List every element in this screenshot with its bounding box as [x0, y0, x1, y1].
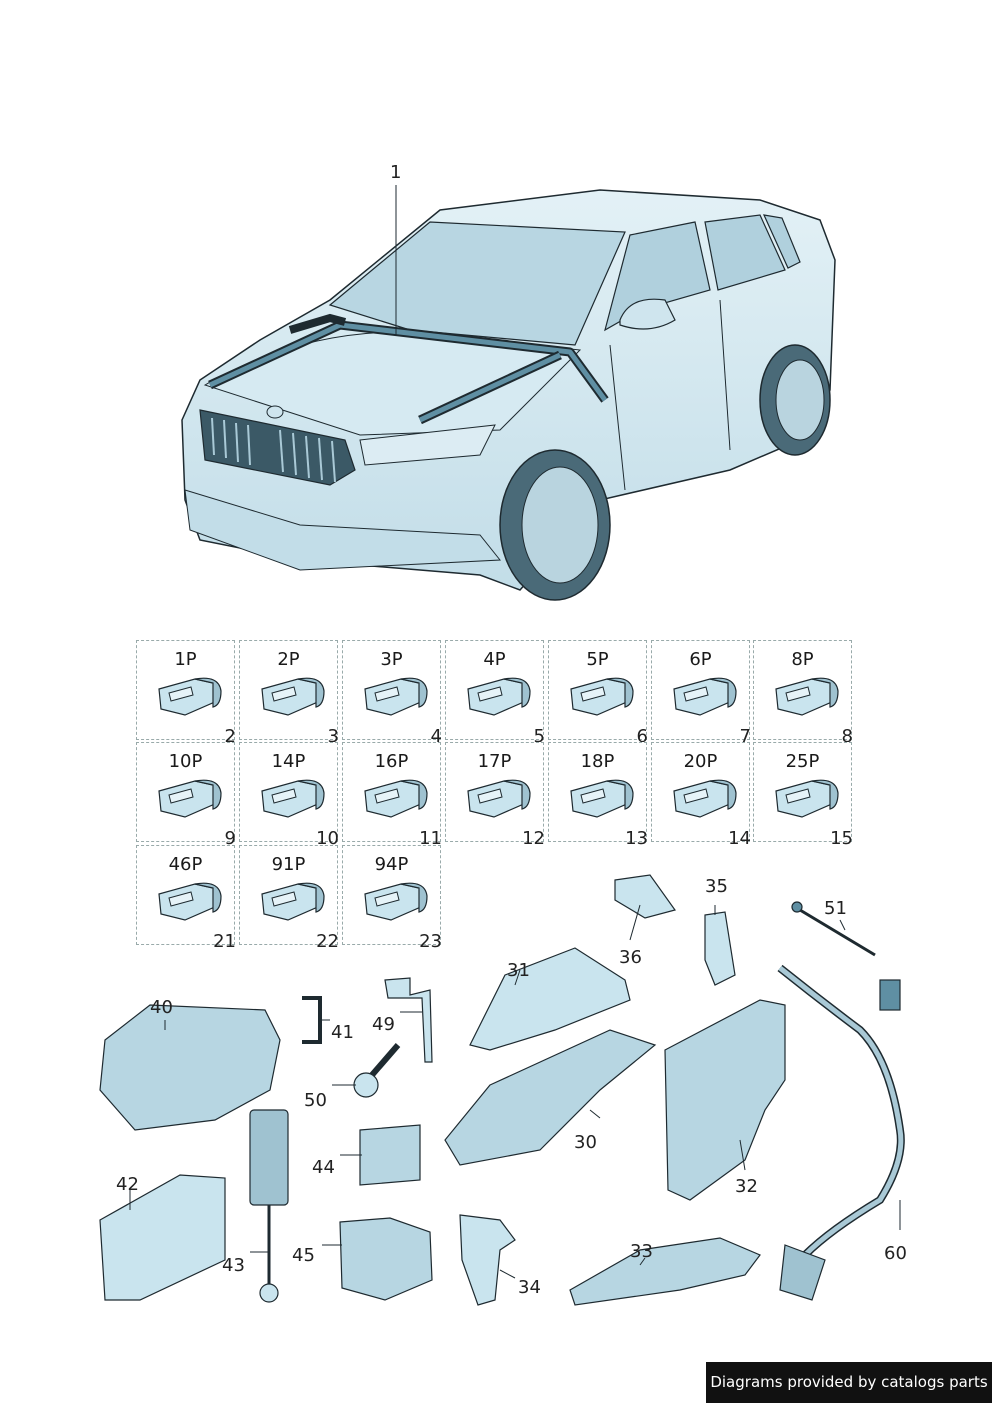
connector-pin-label: 46P: [168, 854, 203, 875]
connector-pin-label: 4P: [483, 649, 506, 670]
callout-30: 30: [574, 1132, 597, 1153]
connector-pin-label: 17P: [477, 751, 512, 772]
connector-cell: 1P 2: [136, 640, 236, 747]
connector-part-number: 23: [419, 931, 442, 952]
connector-part-number: 14: [728, 828, 751, 849]
callout-34: 34: [518, 1277, 541, 1298]
connector-part-number: 3: [327, 726, 339, 747]
connector-part-number: 22: [316, 931, 339, 952]
connector-cell: 25P 15: [753, 742, 853, 849]
connector-part-number: 13: [625, 828, 648, 849]
connector-cell: 17P 12: [445, 742, 545, 849]
connector-pin-label: 14P: [271, 751, 306, 772]
connector-pin-label: 10P: [168, 751, 203, 772]
callout-45: 45: [292, 1245, 315, 1266]
callout-36: 36: [619, 947, 642, 968]
connector-part-number: 9: [224, 828, 236, 849]
connector-cell: 5P 6: [548, 640, 648, 747]
callout-35: 35: [705, 876, 728, 897]
callout-44: 44: [312, 1157, 335, 1178]
connector-cell: 91P 22: [239, 845, 339, 952]
connector-part-number: 5: [533, 726, 545, 747]
connector-cell: 14P 10: [239, 742, 339, 849]
connector-pin-label: 1P: [174, 649, 197, 670]
connector-part-number: 15: [830, 828, 853, 849]
parts-illustration: [99, 874, 905, 1306]
callout-40: 40: [150, 997, 173, 1018]
connector-part-number: 7: [739, 726, 751, 747]
connector-pin-label: 16P: [374, 751, 409, 772]
callout-31: 31: [507, 960, 530, 981]
connector-part-number: 6: [636, 726, 648, 747]
connector-cell: 2P 3: [239, 640, 339, 747]
callout-51: 51: [824, 898, 847, 919]
connector-pin-label: 25P: [785, 751, 820, 772]
connector-pin-label: 3P: [380, 649, 403, 670]
connector-cell: 20P 14: [651, 742, 751, 849]
connector-cell: 10P 9: [136, 742, 236, 849]
connector-cell: 3P 4: [342, 640, 442, 747]
callout-50: 50: [304, 1090, 327, 1111]
callout-49: 49: [372, 1014, 395, 1035]
callout-60: 60: [884, 1243, 907, 1264]
vehicle-illustration: [181, 185, 836, 601]
callout-42: 42: [116, 1174, 139, 1195]
connector-pin-label: 5P: [586, 649, 609, 670]
connector-pin-label: 18P: [580, 751, 615, 772]
connector-part-number: 8: [841, 726, 853, 747]
connector-pin-label: 94P: [374, 854, 409, 875]
connector-part-number: 2: [224, 726, 236, 747]
credit-banner: Diagrams provided by catalogs parts: [706, 1362, 992, 1403]
callout-43: 43: [222, 1255, 245, 1276]
connector-pin-label: 91P: [271, 854, 306, 875]
connector-part-number: 12: [522, 828, 545, 849]
connector-cell: 18P 13: [548, 742, 648, 849]
connector-part-number: 11: [419, 828, 442, 849]
connector-cell: 94P 23: [342, 845, 442, 952]
connector-pin-label: 6P: [689, 649, 712, 670]
connector-cell: 4P 5: [445, 640, 545, 747]
connector-part-number: 21: [213, 931, 236, 952]
connector-cell: 16P 11: [342, 742, 442, 849]
connector-pin-label: 20P: [683, 751, 718, 772]
callout-32: 32: [735, 1176, 758, 1197]
callout-33: 33: [630, 1241, 653, 1262]
callout-41: 41: [331, 1022, 354, 1043]
connector-cell: 6P 7: [651, 640, 751, 747]
connector-pin-label: 2P: [277, 649, 300, 670]
connector-cell: 8P 8: [753, 640, 853, 747]
connector-part-number: 4: [430, 726, 442, 747]
connector-pin-label: 8P: [791, 649, 814, 670]
callout-1: 1: [390, 162, 402, 183]
connector-part-number: 10: [316, 828, 339, 849]
connector-cell: 46P 21: [136, 845, 236, 952]
